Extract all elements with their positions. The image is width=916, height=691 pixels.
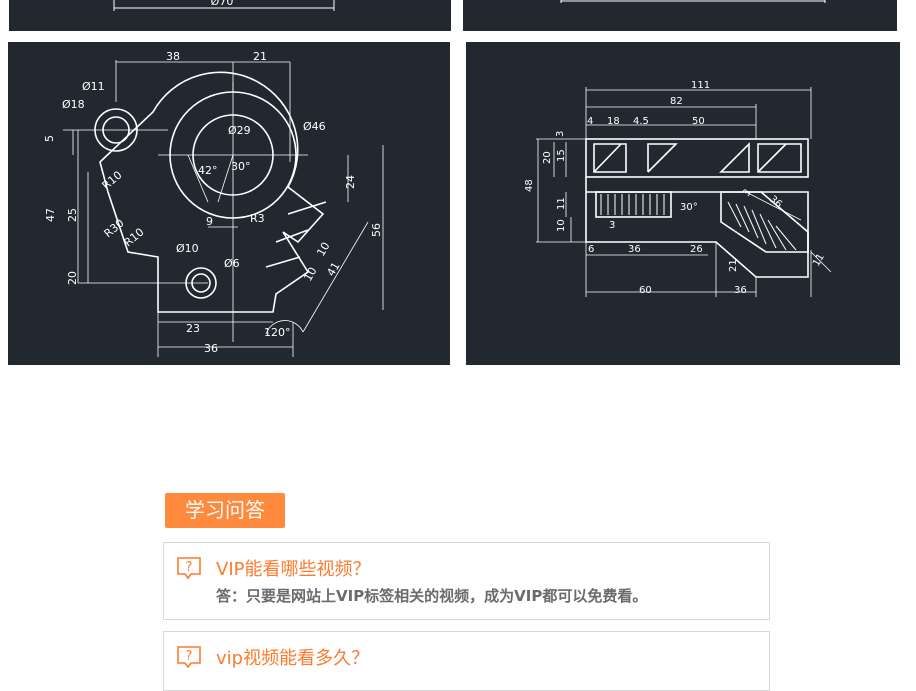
dim-label: 26 [690,244,703,255]
dim-label: 48 [524,179,535,192]
dim-label: 15 [556,149,567,162]
drawing-panel-top-left: Ø70 [9,0,451,31]
dim-label: 4.5 [633,116,649,127]
qa-question[interactable]: VIP能看哪些视频？ [216,559,371,580]
dim-label: 11 [556,197,567,210]
dim-label: 20 [66,271,79,285]
dim-label: Ø10 [176,242,199,255]
dim-label: 47 [44,208,57,222]
dim-label: 24 [344,175,357,189]
qa-section-title: 学习问答 [165,493,285,528]
dim-label: Ø6 [224,257,240,270]
svg-text:?: ? [186,649,193,664]
dim-label: Ø29 [228,124,251,137]
dim-label: 56 [370,223,383,237]
qa-item[interactable]: ? vip视频能看多久？ [163,631,770,691]
qa-question[interactable]: vip视频能看多久？ [216,648,370,669]
dim-label: 5 [43,135,56,142]
dim-label: 30° [680,202,698,213]
dim-label: 50 [692,116,705,127]
dim-label: R3 [250,212,265,225]
svg-text:?: ? [186,560,193,575]
dim-label: 38 [166,50,180,63]
dim-label: 23 [186,322,200,335]
dim-label: 111 [691,80,710,91]
dim-label: 36 [628,244,641,255]
dim-label: 120° [264,326,291,339]
qa-item[interactable]: ? VIP能看哪些视频？ 答：只要是网站上VIP标签相关的视频，成为VIP都可以… [163,542,770,620]
dim-label: 20 [542,151,553,164]
dim-label: 18 [607,116,620,127]
dim-label: 6 [588,244,594,255]
dim-label: 10 [556,219,567,232]
dim-label: 41 [324,260,342,279]
dim-label: 21 [253,50,267,63]
dim-label: Ø18 [62,98,85,111]
dim-label: 25 [66,208,79,222]
dim-label: 10 [301,265,319,284]
dim-label: 9 [206,215,213,228]
drawing-panel-top-right [463,0,897,31]
dim-label: 3 [741,187,754,198]
drawing-panel-left: 38 21 Ø11 Ø18 5 Ø29 Ø46 42° 30° 24 R10 4… [8,42,450,365]
dim-label: 4 [587,116,593,127]
dim-label: Ø46 [303,120,326,133]
question-icon: ? [177,646,201,669]
dim-label: 36 [734,285,747,296]
dim-label: 3 [609,220,615,231]
dim-label: Ø70 [211,0,234,8]
dim-label: 21 [728,259,739,272]
dim-label: 82 [670,96,683,107]
dim-label: Ø11 [82,80,105,93]
dim-label: 10 [314,240,332,259]
qa-answer: 答：只要是网站上VIP标签相关的视频，成为VIP都可以免费看。 [216,587,648,605]
dim-label: 36 [204,342,218,355]
dim-label: 3 [555,131,566,137]
dim-label: 30° [231,160,251,173]
question-icon: ? [177,557,201,580]
dim-label: 42° [198,164,218,177]
drawing-panel-right: 111 82 4 18 4.5 50 3 20 15 48 11 10 3 30… [466,42,900,365]
dim-label: 36 [767,194,784,211]
dim-label: 60 [639,285,652,296]
